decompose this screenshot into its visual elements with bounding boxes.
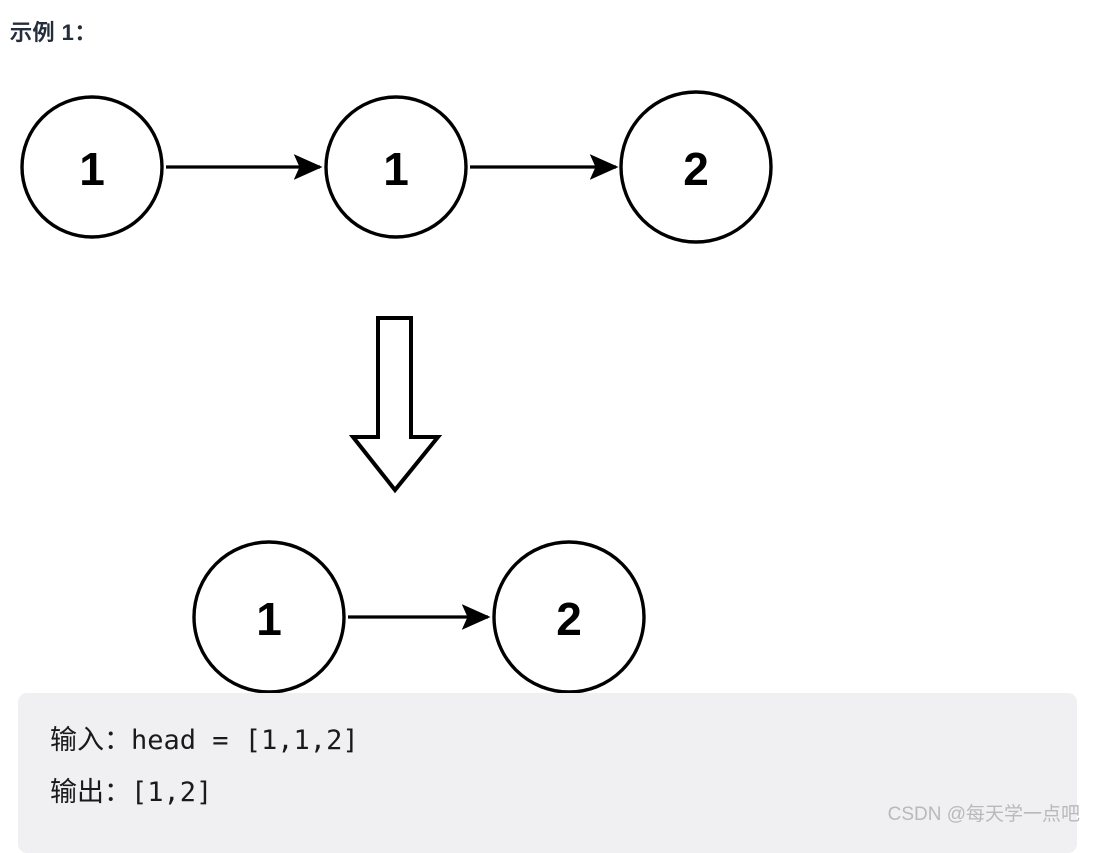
node-value: 2 [556,593,582,645]
input-linked-list: 1 1 2 [20,90,773,244]
node-output-0: 1 [192,540,346,694]
node-value: 2 [683,143,709,195]
node-circle [192,540,346,694]
example-code-block: 输入：head = [1,1,2] 输出：[1,2] [18,693,1077,853]
code-line-output: 输出：[1,2] [50,777,213,808]
transform-down-arrow-icon [348,316,443,494]
node-circle [20,95,164,239]
node-value: 1 [383,143,409,195]
node-value: 1 [256,593,282,645]
watermark-text: CSDN @每天学一点吧 [887,804,1080,825]
node-circle [619,90,773,244]
node-output-1: 2 [492,540,646,694]
node-input-0: 1 [20,95,164,239]
page-title: 示例 1： [10,20,97,45]
output-linked-list: 1 2 [192,540,646,694]
node-input-1: 1 [324,95,468,239]
node-circle [324,95,468,239]
code-line-input: 输入：head = [1,1,2] [50,725,359,756]
node-circle [492,540,646,694]
linked-list-diagram: 1 1 2 1 2 [20,90,773,694]
node-input-2: 2 [619,90,773,244]
node-value: 1 [79,143,105,195]
